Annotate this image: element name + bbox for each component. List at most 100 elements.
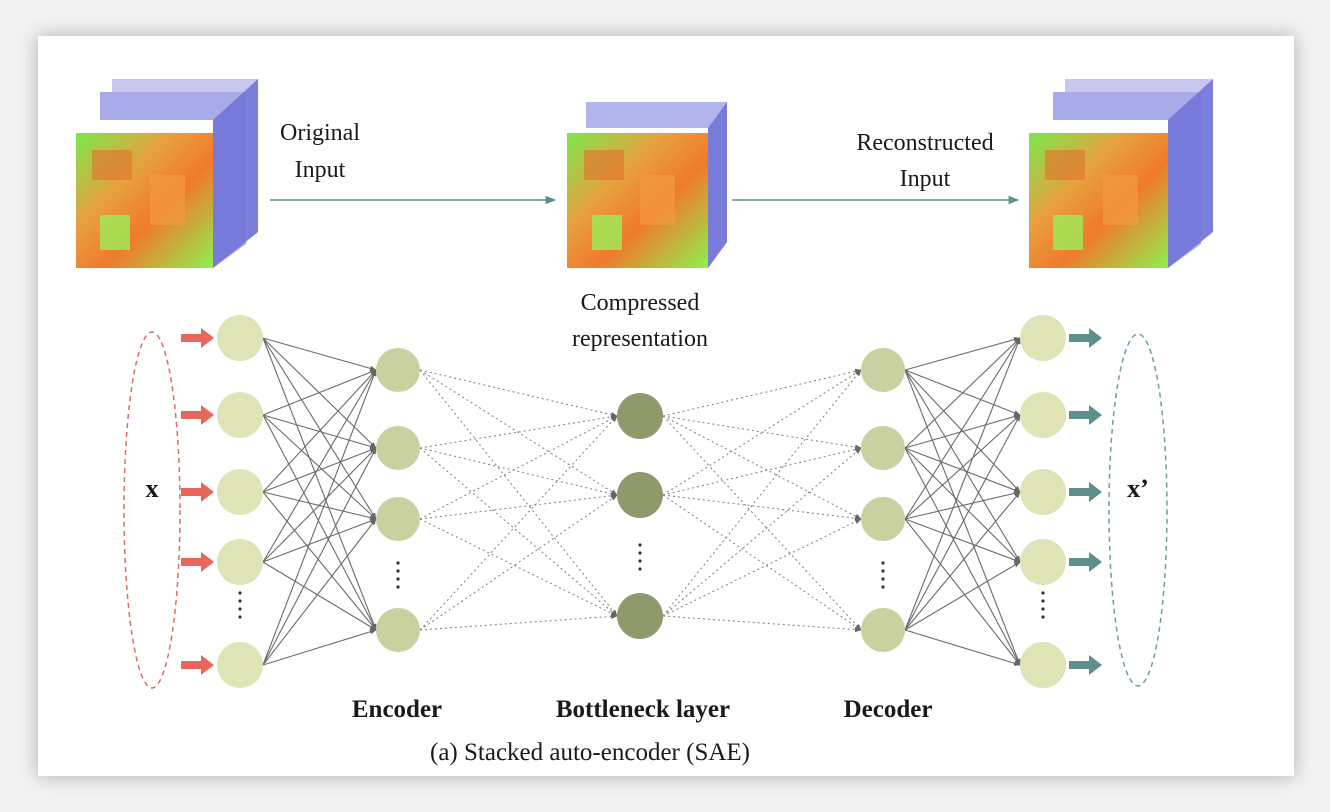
dense-connections [262, 337, 1021, 666]
connection-edge [662, 415, 862, 450]
connection-edge [262, 369, 377, 666]
ellipsis-dots [238, 543, 1045, 619]
connection-edge [419, 447, 618, 617]
connection-edge [262, 561, 377, 631]
connection-edge [662, 494, 862, 521]
connection-edge [904, 337, 1021, 520]
connection-edge [904, 490, 1021, 520]
connection-edge [419, 369, 618, 617]
connection-edge [419, 613, 618, 631]
connection-edge [262, 369, 377, 493]
connection-edge [904, 414, 1021, 631]
connection-edge [262, 518, 377, 666]
output-node [1020, 642, 1066, 688]
bottleneck-node [617, 393, 663, 439]
connection-edge [662, 494, 862, 631]
compressed-label-line1: Compressed [581, 290, 700, 316]
connection-edge [262, 369, 377, 416]
connection-edge [262, 518, 377, 563]
connection-edge [262, 337, 377, 371]
connection-edge [262, 369, 377, 563]
input-node [217, 539, 263, 585]
connection-edge [662, 518, 862, 617]
original-input-cube [76, 79, 258, 268]
input-node [217, 469, 263, 515]
reconstructed-input-label-line1: Reconstructed [856, 130, 993, 156]
connection-edge [904, 518, 1021, 563]
output-vector-ellipse [1108, 333, 1168, 687]
connection-edge [262, 447, 377, 666]
connection-edge [904, 447, 1021, 666]
compressed-representation-cube [567, 102, 727, 268]
connection-edge [419, 369, 618, 496]
connection-edge [262, 337, 377, 631]
encoder-node [376, 497, 420, 541]
connection-edge [662, 447, 862, 617]
encoder-node [376, 348, 420, 392]
decoder-node [861, 497, 905, 541]
connection-edge [904, 491, 1021, 631]
connection-edge [262, 447, 377, 493]
input-arrow-icon [181, 482, 214, 502]
figure-caption: (a) Stacked auto-encoder (SAE) [430, 739, 750, 766]
original-input-label-line1: Original [280, 120, 360, 146]
reconstructed-input-cube [1029, 79, 1213, 268]
bottleneck-node [617, 472, 663, 518]
input-node [217, 315, 263, 361]
encoder-node [376, 608, 420, 652]
connection-edge [419, 369, 618, 418]
connection-edge [904, 337, 1021, 449]
output-node [1020, 469, 1066, 515]
connection-edge [419, 447, 618, 497]
input-arrow-icon [181, 552, 214, 572]
connection-edge [419, 415, 618, 631]
input-arrow-icon [181, 328, 214, 348]
connection-edge [662, 615, 862, 633]
connection-edge [904, 414, 1021, 449]
network-nodes [217, 315, 1066, 688]
connection-edge [662, 415, 862, 631]
connection-edge [262, 337, 377, 520]
bottleneck-label: Bottleneck layer [556, 696, 730, 723]
output-arrow-icon [1069, 328, 1102, 348]
output-arrow-icon [1069, 405, 1102, 425]
connection-edge [419, 493, 618, 520]
connection-edge [419, 415, 618, 520]
output-variable-label: x’ [1127, 474, 1149, 503]
output-arrow-icon [1069, 482, 1102, 502]
decoder-node [861, 348, 905, 392]
encoder-label: Encoder [352, 696, 442, 723]
encoder-node [376, 426, 420, 470]
original-input-label-line2: Input [295, 157, 346, 183]
input-vector-ellipse [123, 331, 181, 689]
decoder-node [861, 426, 905, 470]
input-arrow-icon [181, 405, 214, 425]
connection-edge [262, 447, 377, 563]
input-variable-label: x [146, 474, 159, 503]
input-node [217, 392, 263, 438]
output-arrow-icon [1069, 655, 1102, 675]
connection-edge [419, 494, 618, 631]
connection-edge [904, 561, 1021, 631]
connection-edge [662, 446, 862, 496]
decoder-node [861, 608, 905, 652]
connection-edge [662, 369, 862, 617]
connection-edge [262, 414, 377, 631]
bottleneck-node [617, 593, 663, 639]
output-node [1020, 392, 1066, 438]
connection-edge [419, 518, 618, 617]
reconstructed-input-label-line2: Input [900, 166, 951, 192]
connection-edge [662, 368, 862, 417]
connection-edge [904, 447, 1021, 493]
connection-edge [904, 414, 1021, 520]
output-node [1020, 539, 1066, 585]
connection-edge [904, 369, 1021, 563]
bottleneck-connections [419, 368, 862, 633]
connection-edge [419, 414, 618, 449]
output-arrow-icon [1069, 552, 1102, 572]
connection-edge [662, 369, 862, 496]
decoder-label: Decoder [844, 696, 933, 723]
connection-edge [262, 491, 377, 631]
input-arrow-icon [181, 655, 214, 675]
